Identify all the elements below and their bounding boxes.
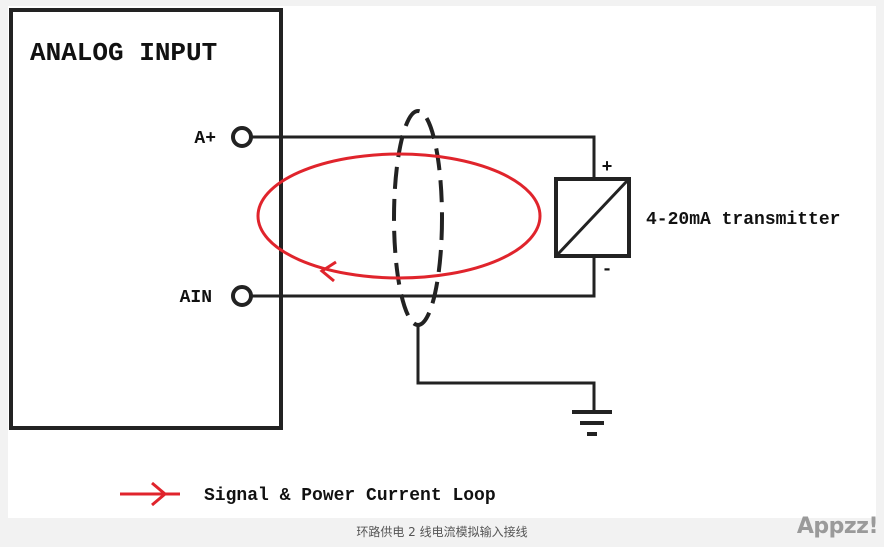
cable-shield: [392, 109, 444, 327]
terminal-ain: [231, 285, 253, 307]
polarity-plus: +: [602, 158, 613, 178]
terminal-label-ain: AIN: [180, 288, 212, 308]
terminal-label-a-plus: A+: [194, 129, 216, 149]
legend-label: Signal & Power Current Loop: [204, 486, 496, 506]
transmitter-label: 4-20mA transmitter: [646, 210, 840, 230]
module-title: ANALOG INPUT: [30, 38, 217, 68]
shield-drain-wire: [416, 324, 596, 412]
current-loop: [256, 152, 542, 280]
polarity-minus: -: [602, 260, 613, 280]
wire-negative: [251, 256, 596, 298]
terminal-a-plus: [231, 126, 253, 148]
figure-caption: 环路供电 2 线电流模拟输入接线: [356, 525, 528, 539]
wiring-diagram: ANALOG INPUT A+ AIN + - 4-20mA transmitt…: [9, 8, 840, 507]
analog-input-module: [9, 8, 283, 430]
ground-symbol: [572, 410, 612, 436]
current-loop-arrowhead: [319, 260, 337, 283]
transmitter-symbol: [554, 177, 631, 258]
legend-arrow-icon: [120, 481, 180, 507]
wire-positive: [251, 135, 596, 179]
watermark-logo: Appzz!: [796, 514, 879, 539]
diagram-panel: ANALOG INPUT A+ AIN + - 4-20mA transmitt…: [8, 6, 876, 518]
